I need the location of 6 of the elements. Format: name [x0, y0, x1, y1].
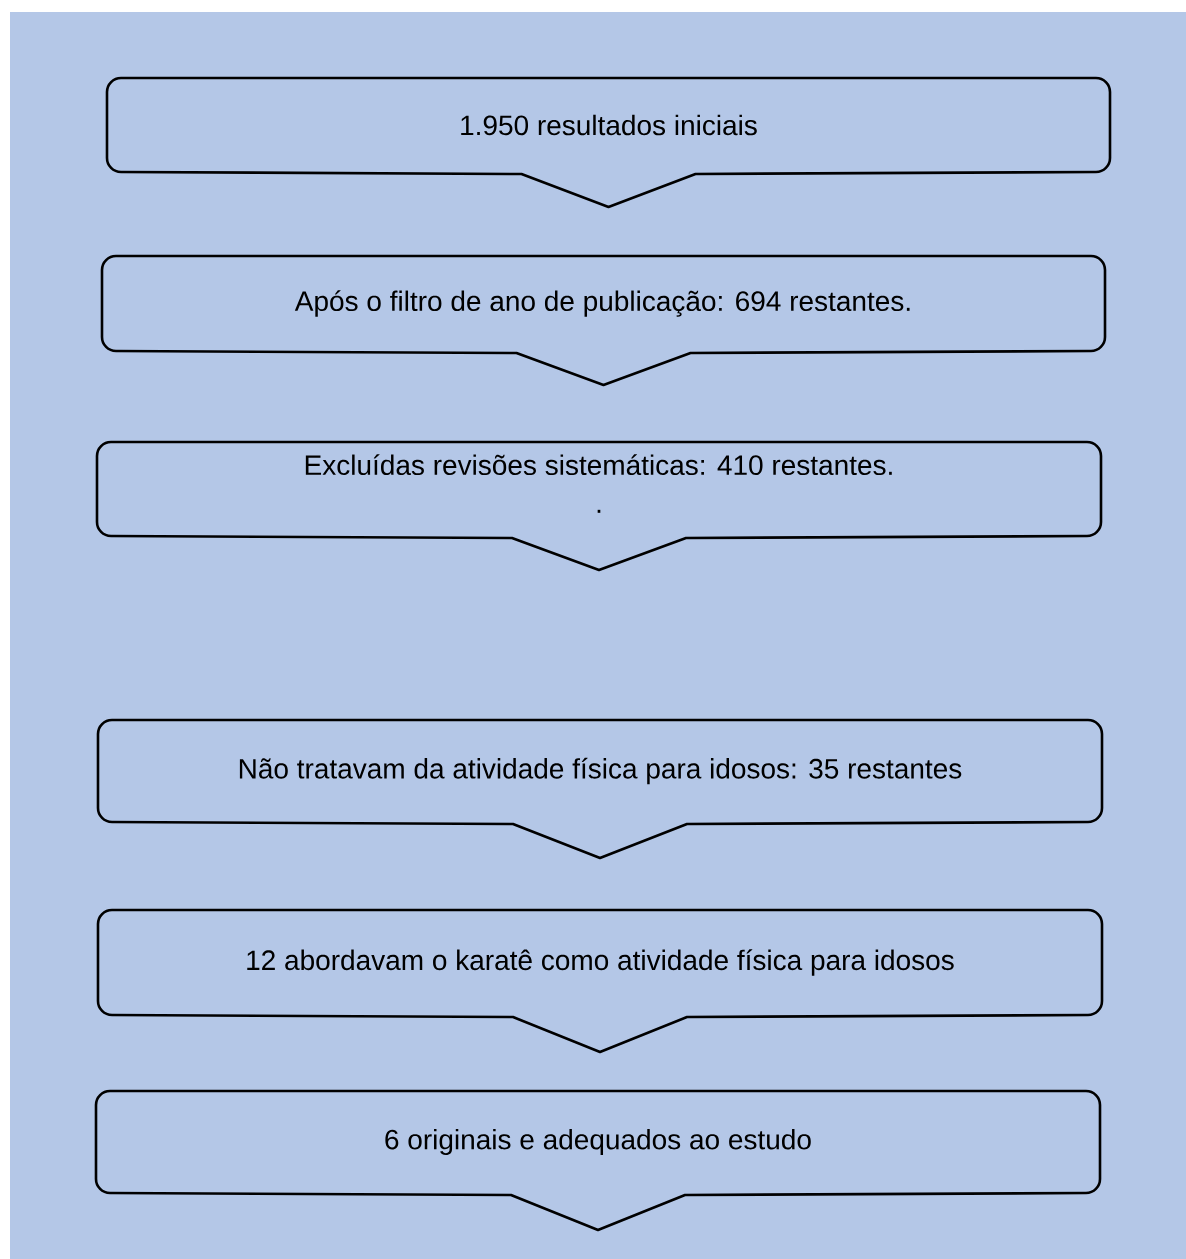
chevron-box: 6 originais e adequados ao estudo: [94, 1089, 1102, 1232]
chevron-box: 1.950 resultados iniciais: [105, 76, 1112, 209]
chevron-box: Não tratavam da atividade física para idosos: 35 restantes: [96, 718, 1104, 860]
chevron-box: Após o filtro de ano de publicação: 694 restantes.: [100, 254, 1107, 387]
chevron-box: Excluídas revisões sistemáticas: 410 restantes. .: [95, 440, 1103, 572]
chevron-box: 12 abordavam o karatê como atividade física para idosos: [96, 908, 1104, 1054]
